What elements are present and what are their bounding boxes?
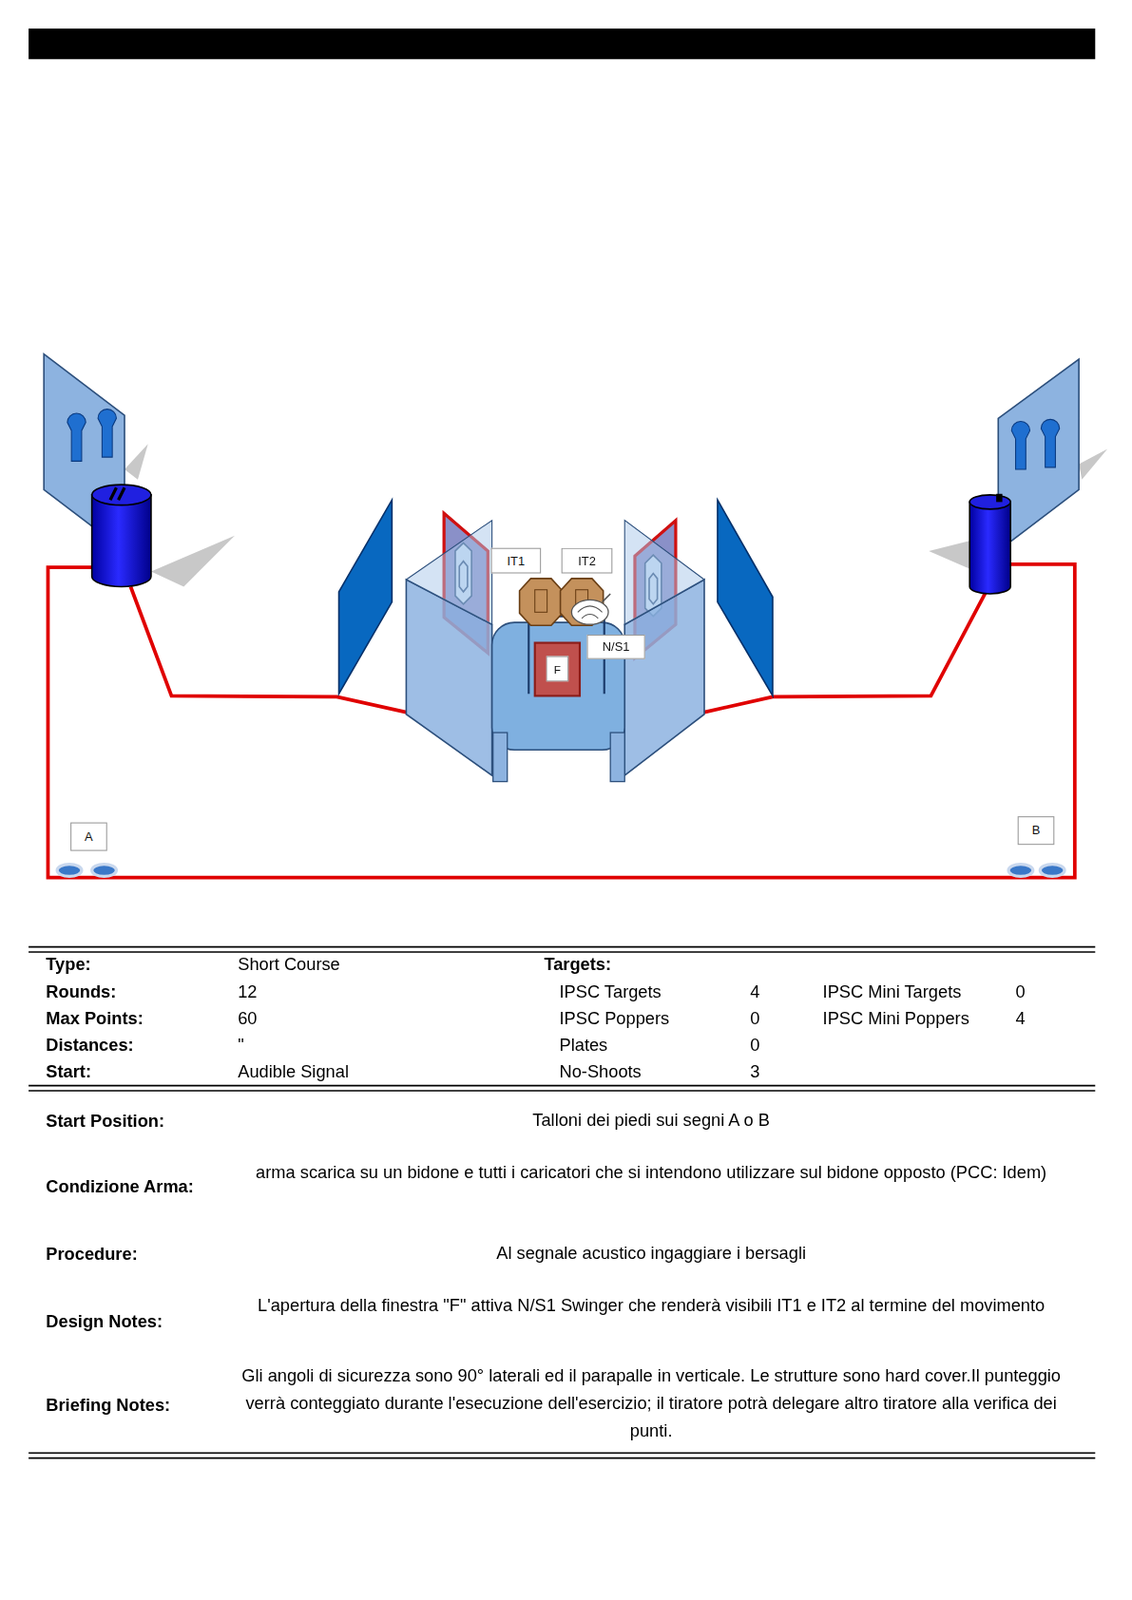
- field-name: Start Position:: [45, 1107, 165, 1135]
- field-value: L'apertura della finestra "F" attiva N/S…: [232, 1292, 1071, 1321]
- field-name: Distances:: [45, 1032, 134, 1060]
- field-value: Talloni dei piedi sui segni A o B: [232, 1106, 1071, 1134]
- wall: [339, 499, 393, 694]
- field-value: Plates: [558, 1032, 608, 1060]
- field-name: Condizione Arma:: [45, 1173, 194, 1202]
- field-value: 3: [749, 1058, 760, 1087]
- start-tag: A: [70, 823, 108, 852]
- mini-popper: [67, 409, 1060, 470]
- tag-text: A: [84, 829, 94, 845]
- field-value: IPSC Mini Targets: [823, 978, 962, 1007]
- table-rule: [28, 947, 1095, 1459]
- shadow: [1078, 449, 1108, 480]
- field-name: Procedure:: [45, 1241, 137, 1269]
- field-value: 12: [237, 978, 257, 1007]
- field-value: arma scarica su un bidone e tutti i cari…: [232, 1159, 1071, 1188]
- fault-line: [47, 564, 1075, 879]
- tag-text: N/S1: [602, 639, 631, 654]
- window-tag: F: [546, 656, 570, 683]
- field-value: 0: [749, 1032, 760, 1060]
- field-value: Short Course: [237, 951, 341, 979]
- field-value: Gli angoli di sicurezza sono 90° lateral…: [222, 1362, 1080, 1446]
- field-value: No-Shoots: [558, 1058, 641, 1087]
- header-bar: [28, 28, 1095, 59]
- field-value: 0: [749, 1005, 760, 1034]
- barrel: [92, 484, 1012, 595]
- no-shoot-tag: N/S1: [586, 634, 645, 660]
- field-value: IPSC Targets: [558, 978, 661, 1007]
- post: [493, 732, 508, 783]
- swinger-no-shoot: [571, 594, 611, 625]
- field-value: 4: [749, 978, 760, 1007]
- field-value: 4: [1016, 1005, 1026, 1034]
- shadow: [151, 536, 235, 588]
- start-tag: B: [1017, 816, 1056, 845]
- window-f: [535, 643, 580, 697]
- tag-text: F: [554, 662, 561, 675]
- field-value: IPSC Mini Poppers: [823, 1005, 970, 1034]
- post: [610, 732, 625, 783]
- hard-cover-wall: [405, 520, 492, 626]
- target-tag: IT2: [561, 548, 614, 575]
- shadow: [124, 443, 149, 480]
- field-value: Al segnale acustico ingaggiare i bersagl…: [232, 1240, 1071, 1268]
- tag-text: B: [1032, 824, 1041, 839]
- field-name: Max Points:: [45, 1005, 143, 1034]
- hard-cover-wall: [624, 520, 705, 626]
- field-name: Targets:: [543, 951, 612, 979]
- tag-text: IT1: [507, 554, 526, 569]
- field-value: ": [237, 1032, 244, 1060]
- field-name: Briefing Notes:: [45, 1392, 171, 1420]
- wall: [717, 499, 773, 696]
- field-value: 60: [237, 1005, 257, 1034]
- field-name: Design Notes:: [45, 1308, 163, 1337]
- field-value: IPSC Poppers: [558, 1005, 670, 1034]
- target-tag: IT1: [491, 548, 542, 575]
- field-name: Rounds:: [45, 978, 116, 1007]
- start-mark: [57, 864, 1065, 878]
- field-name: Type:: [45, 951, 91, 979]
- field-name: Start:: [45, 1058, 92, 1087]
- field-value: 0: [1016, 978, 1026, 1007]
- field-value: Audible Signal: [237, 1058, 349, 1087]
- tag-text: IT2: [577, 554, 596, 569]
